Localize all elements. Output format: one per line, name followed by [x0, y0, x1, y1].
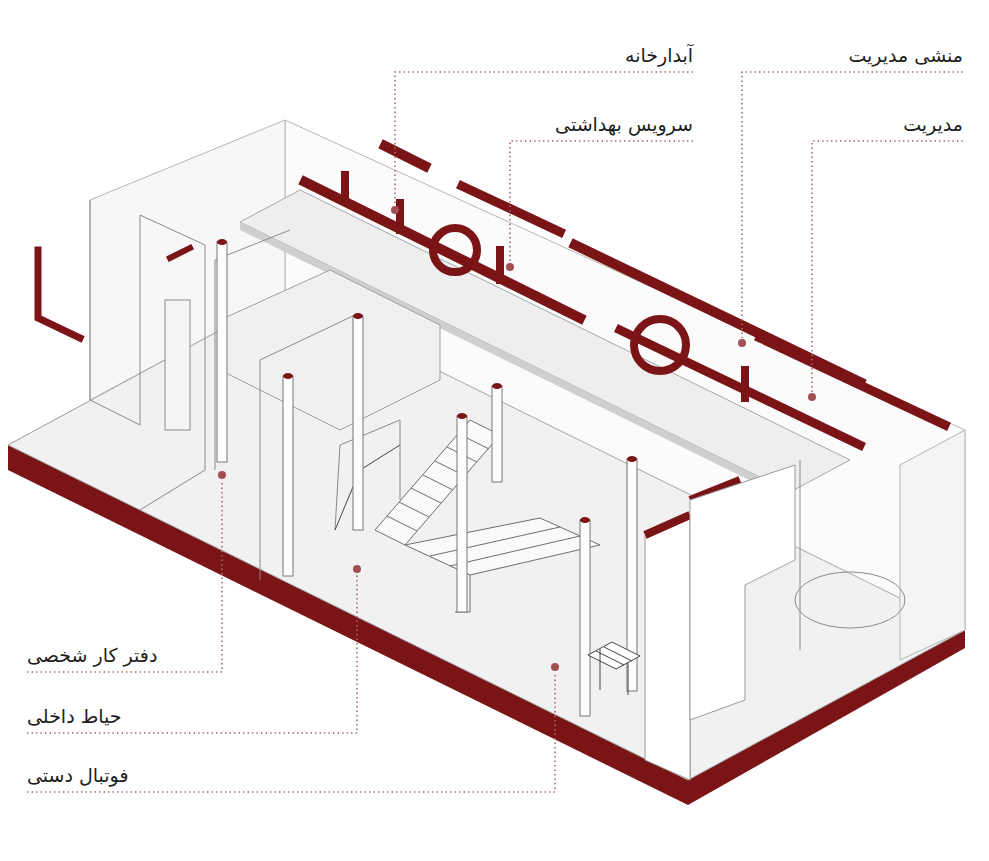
- room-label: دفتر کار شخصی: [27, 643, 157, 667]
- tread: [399, 502, 429, 517]
- column-cut: [457, 413, 467, 419]
- glass-partitions: [90, 200, 905, 780]
- wall-cut: [741, 370, 749, 398]
- wall-cut: [38, 250, 80, 338]
- wall-cut: [645, 515, 690, 535]
- room-label: منشی مدیریت: [848, 43, 963, 67]
- front-wall: [645, 465, 795, 780]
- shelf: [165, 300, 190, 430]
- leader-line: [510, 141, 693, 262]
- column-cut: [217, 239, 227, 245]
- wall-cut: [341, 175, 349, 200]
- wall-cut: [462, 186, 560, 232]
- wall-panel: [645, 515, 690, 780]
- end-wall: [900, 430, 965, 660]
- leader-lines: [27, 72, 963, 792]
- round-wall: [433, 228, 477, 272]
- leader-dot: [551, 663, 559, 671]
- column: [353, 316, 363, 530]
- leader-line: [742, 72, 963, 338]
- leader-dot: [391, 206, 399, 214]
- leader-dots: [218, 206, 816, 671]
- tread: [450, 536, 580, 566]
- room-label: حیاط داخلی: [27, 704, 122, 728]
- tread: [411, 488, 441, 503]
- leader-line: [395, 72, 693, 205]
- stair-flight: [405, 518, 600, 575]
- column-cut: [353, 313, 363, 319]
- wall-cut: [385, 146, 425, 166]
- column: [492, 386, 502, 482]
- mezzanine: [220, 190, 850, 500]
- stair-rail: [335, 445, 400, 530]
- wall-cut: [620, 330, 860, 445]
- column-cut: [627, 456, 637, 462]
- leader-dot: [808, 393, 816, 401]
- leader-dot: [506, 263, 514, 271]
- wall-cut: [496, 250, 504, 280]
- rug: [795, 572, 905, 628]
- partition: [90, 200, 140, 425]
- leader-dot: [218, 471, 226, 479]
- column-cut: [283, 373, 293, 379]
- room-label: سرویس بهداشتی: [555, 112, 693, 136]
- tread: [423, 475, 453, 490]
- leader-dot: [738, 339, 746, 347]
- leader-line: [27, 574, 357, 733]
- room-label: فوتبال دستی: [27, 763, 129, 787]
- partition: [800, 460, 801, 650]
- table-leg: [600, 649, 601, 690]
- column-cut: [580, 517, 590, 523]
- leader-line: [27, 672, 555, 792]
- leader-line: [27, 480, 222, 672]
- round-wall: [634, 319, 686, 371]
- partition: [260, 315, 355, 580]
- leader-dot: [353, 565, 361, 573]
- wall-panel: [690, 465, 795, 720]
- partition: [140, 215, 205, 510]
- column: [217, 242, 227, 462]
- table-leg: [628, 663, 629, 695]
- stair-flight: [375, 420, 500, 545]
- column: [580, 520, 590, 716]
- column-cut: [492, 383, 502, 389]
- wall-cut: [170, 248, 190, 258]
- column: [283, 376, 293, 576]
- table-top: [588, 642, 640, 669]
- tread: [387, 516, 417, 531]
- columns: [217, 239, 637, 716]
- column: [457, 416, 467, 612]
- room-label: آبدارخانه: [625, 43, 693, 67]
- tread: [430, 527, 560, 556]
- office-box: [220, 270, 440, 430]
- foosball-table: [588, 642, 640, 695]
- leader-line: [812, 141, 963, 392]
- rod: [604, 647, 632, 661]
- room-label: مدیریت: [903, 112, 963, 136]
- partition: [215, 230, 290, 470]
